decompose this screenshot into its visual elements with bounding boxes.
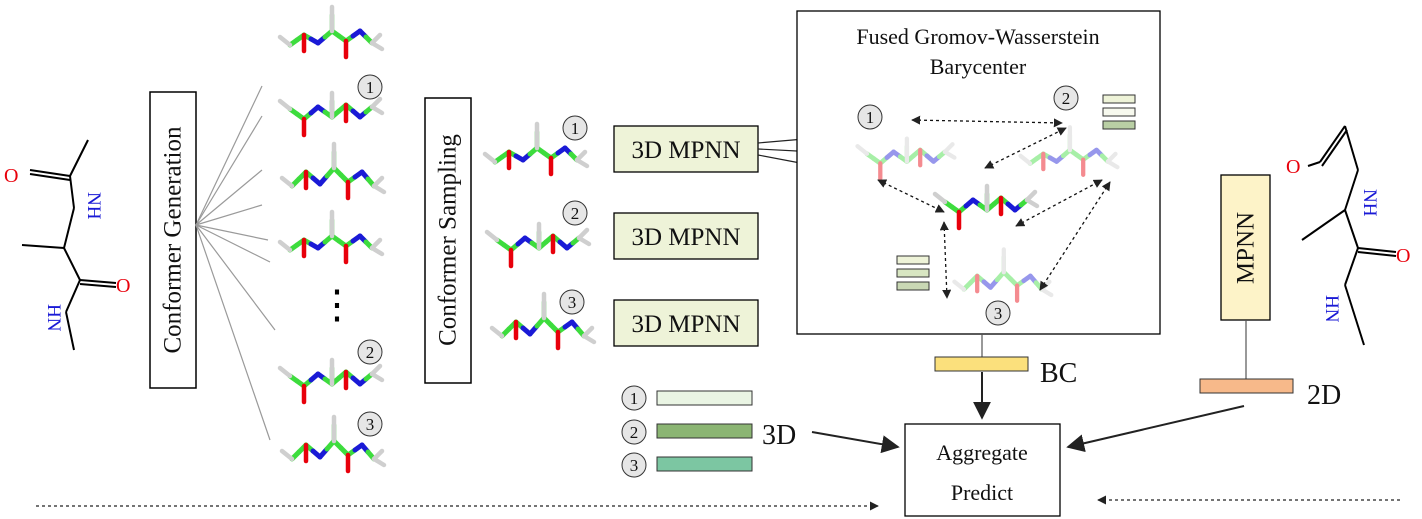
atom-hn-right: HN: [1321, 295, 1342, 323]
bc-label: BC: [1040, 358, 1077, 389]
atom-o-left-bottom: O: [116, 275, 130, 297]
conformer-3d-2: [277, 90, 385, 138]
aggregate-input-arrows: [811, 372, 1245, 454]
marker-circle-12: [621, 452, 647, 478]
conformer-generation-label: Conformer Generation: [160, 126, 187, 354]
marker-number-4: 1: [571, 119, 580, 138]
aggregate-label: Aggregate: [936, 440, 1028, 465]
marker-circle-6: [559, 289, 585, 315]
marker-circle-9: [985, 300, 1011, 326]
fgw-title-line1: Fused Gromov-Wasserstein: [856, 24, 1099, 49]
marker-number-12: 3: [630, 456, 639, 475]
marker-circle-5: [562, 200, 588, 226]
conformer-sampling-box: [424, 97, 472, 384]
marker-number-6: 3: [568, 293, 577, 312]
fgw-conformer-3: [952, 247, 1054, 303]
atom-hn-left: HN: [43, 304, 64, 332]
conformer-3d-5: [277, 357, 385, 405]
marker-circle-7: [857, 104, 883, 130]
molecule-2d-right: [1301, 125, 1397, 346]
predict-label: Predict: [951, 480, 1013, 505]
fgw-embedding-stack-top: [1102, 94, 1136, 130]
molecule-2d-left: [21, 139, 117, 351]
atom-nh-right: NH: [1359, 189, 1380, 217]
atom-o-right-bottom: O: [1396, 245, 1410, 267]
sampled-conformer-3: [489, 291, 597, 351]
conformer-3d-3: [279, 141, 387, 201]
atom-o-right-top: O: [1286, 156, 1300, 178]
conformer-ensemble: [277, 4, 387, 474]
label-3d: 3D: [762, 420, 796, 451]
embeddings-3d-list: [656, 390, 753, 472]
mpnn-3d-box-1: 3D MPNN: [613, 125, 759, 173]
marker-number-7: 1: [866, 108, 875, 127]
mpnn-3d-box-2: 3D MPNN: [613, 212, 759, 260]
conformer-3d-6: [279, 414, 387, 474]
aggregate-predict-box: [904, 423, 1061, 517]
marker-number-3: 3: [366, 415, 375, 434]
conformer-generation-box: [149, 91, 197, 389]
conformer-markers: 1 2 3 1 2 3 1 2 3 1 2 3: [357, 74, 1079, 478]
marker-number-10: 1: [630, 389, 639, 408]
marker-circle-10: [621, 385, 647, 411]
marker-circle-11: [621, 419, 647, 445]
fgw-conformer-1: [855, 136, 957, 181]
sampled-conformer-2: [484, 221, 592, 269]
dotted-bottom-arrows: [36, 495, 1400, 511]
conformer-3d-4: [277, 209, 385, 265]
svg-text:3D MPNN: 3D MPNN: [631, 311, 740, 338]
conformer-sampling-label: Conformer Sampling: [435, 134, 462, 346]
sampled-conformers: [482, 121, 597, 351]
marker-circle-2: [357, 339, 383, 365]
svg-text:3D MPNN: 3D MPNN: [631, 137, 740, 164]
fgw-transport-arrows: [877, 115, 1111, 299]
sampled-conformer-1: [482, 121, 590, 177]
conformer-3d-1: [277, 4, 385, 60]
marker-circle-1: [357, 74, 383, 100]
generation-fan-lines: [195, 85, 276, 441]
ellipsis: ⋮: [317, 282, 357, 327]
mpnn-2d-label: MPNN: [1233, 212, 1260, 284]
marker-circle-4: [562, 115, 588, 141]
marker-number-11: 2: [630, 423, 639, 442]
embedding-2d-bar: [1199, 378, 1294, 394]
marker-number-9: 3: [994, 304, 1003, 323]
marker-number-8: 2: [1062, 89, 1071, 108]
mpnn-2d-box: [1220, 174, 1271, 321]
marker-number-1: 1: [366, 78, 375, 97]
mpnn-3d-box-3: 3D MPNN: [613, 299, 759, 347]
marker-number-5: 2: [571, 204, 580, 223]
fgw-embedding-stack-bottom: [896, 255, 930, 291]
marker-circle-8: [1053, 85, 1079, 111]
label-2d: 2D: [1307, 380, 1341, 411]
fgw-title-line2: Barycenter: [930, 54, 1027, 79]
svg-text:3D MPNN: 3D MPNN: [631, 224, 740, 251]
atom-o-left-top: O: [4, 165, 18, 187]
atom-nh-left: NH: [83, 192, 104, 220]
bc-embedding-bar: [934, 356, 1029, 372]
marker-circle-3: [357, 411, 383, 437]
marker-number-2: 2: [366, 343, 375, 362]
